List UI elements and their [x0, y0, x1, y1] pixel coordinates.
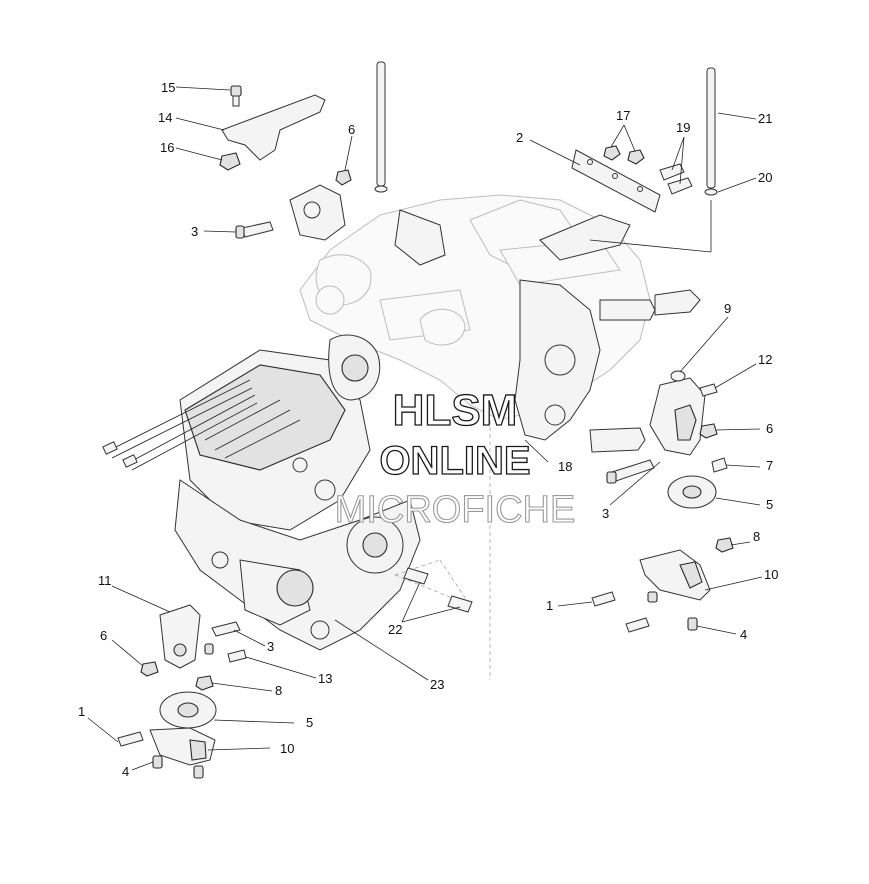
callout-3: 3	[191, 224, 198, 239]
left-mount-assembly	[117, 604, 247, 779]
watermark: HLSM ONLINE MICROFICHE	[334, 385, 576, 531]
callout-5: 5	[306, 715, 313, 730]
callout-labels: 15 14 16 6 3 2 17 19 21 20 9 12 6 18 7 5…	[78, 80, 778, 779]
callout-22: 22	[388, 622, 402, 637]
alignment-lines	[394, 420, 491, 680]
studs-22	[403, 567, 473, 613]
callout-6: 6	[348, 122, 355, 137]
callout-9: 9	[724, 301, 731, 316]
callout-6: 6	[766, 421, 773, 436]
callout-15: 15	[161, 80, 175, 95]
engine-assembly	[102, 334, 421, 651]
callout-10: 10	[280, 741, 294, 756]
right-mount-assembly	[591, 370, 734, 633]
callout-13: 13	[318, 671, 332, 686]
transmission-details	[289, 184, 701, 453]
watermark-line-1: HLSM	[393, 386, 518, 435]
watermark-line-2: ONLINE	[379, 439, 530, 483]
callout-20: 20	[758, 170, 772, 185]
bracket-14	[219, 85, 352, 239]
callout-2: 2	[516, 130, 523, 145]
callout-14: 14	[158, 110, 172, 125]
callout-8: 8	[753, 529, 760, 544]
callout-6: 6	[100, 628, 107, 643]
callout-10: 10	[764, 567, 778, 582]
callout-7: 7	[766, 458, 773, 473]
callout-1: 1	[78, 704, 85, 719]
mounting-plate-2	[571, 145, 693, 213]
callout-3: 3	[602, 506, 609, 521]
callout-21: 21	[758, 111, 772, 126]
callout-4: 4	[122, 764, 129, 779]
callout-23: 23	[430, 677, 444, 692]
leader-lines	[87, 86, 763, 771]
watermark-line-3: MICROFICHE	[335, 489, 576, 531]
callout-18: 18	[558, 459, 572, 474]
callout-16: 16	[160, 140, 174, 155]
callout-3: 3	[267, 639, 274, 654]
callout-8: 8	[275, 683, 282, 698]
callout-1: 1	[546, 598, 553, 613]
callout-4: 4	[740, 627, 747, 642]
long-studs	[374, 61, 718, 253]
callout-11: 11	[98, 573, 112, 588]
callout-5: 5	[766, 497, 773, 512]
callout-17: 17	[616, 108, 630, 123]
callout-12: 12	[758, 352, 772, 367]
callout-19: 19	[676, 120, 690, 135]
